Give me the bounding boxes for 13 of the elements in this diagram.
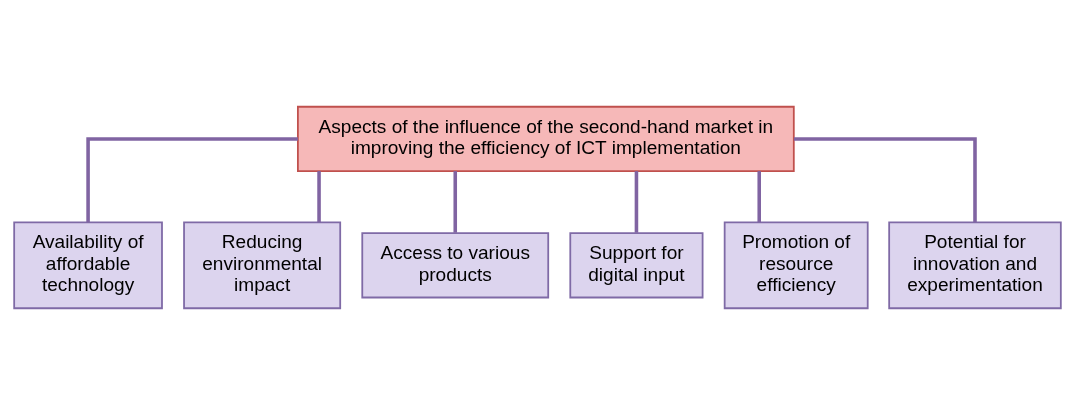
node-box: Availability of affordable technology (13, 221, 163, 309)
connector (757, 170, 761, 222)
connector (634, 170, 639, 233)
node-box: Potential for innovation and experimentation (888, 221, 1062, 309)
node-box: Aspects of the influence of the second-hand market in improving the efficiency of ICT implementation (297, 105, 795, 172)
node-box: Access to various products (361, 231, 550, 298)
connector (86, 136, 298, 222)
connector (317, 170, 321, 222)
connector (793, 136, 977, 222)
node-box: Promotion of resource efficiency (723, 221, 869, 309)
node-box: Reducing environmental impact (183, 221, 342, 309)
node-box: Support for digital input (569, 231, 704, 298)
connector (453, 170, 458, 233)
